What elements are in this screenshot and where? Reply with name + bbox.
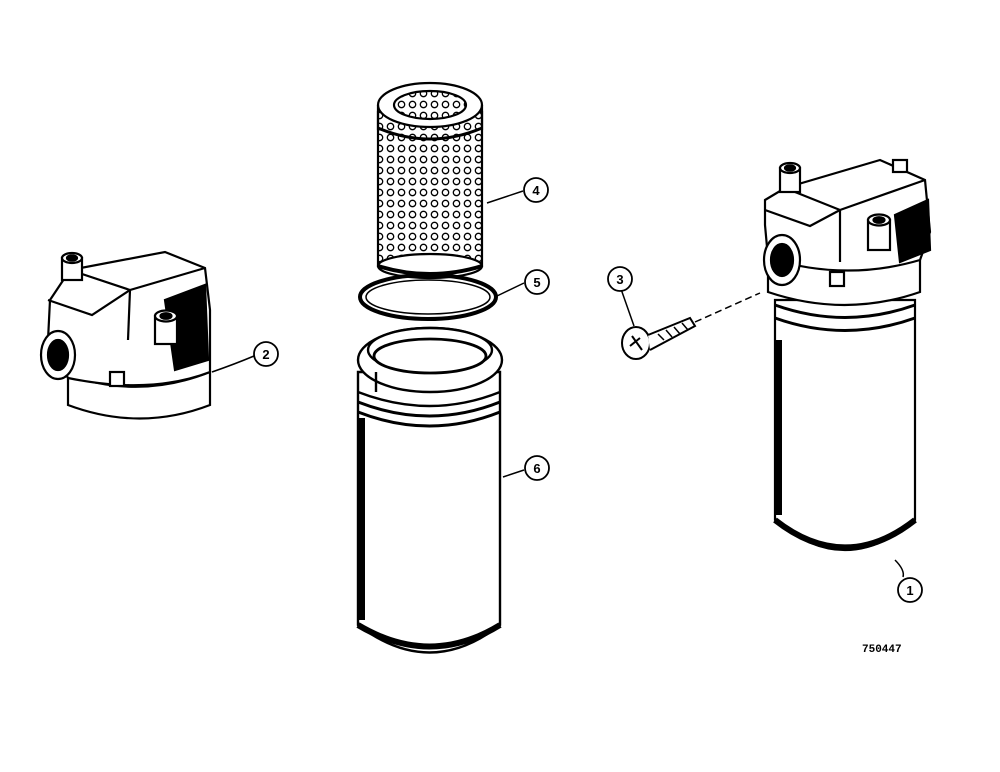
callout-5-label: 5 [533, 275, 540, 290]
figure-id: 750447 [862, 644, 902, 656]
drain-screw-part-3 [621, 292, 761, 360]
leader-line-6 [502, 469, 525, 478]
filter-element-part-4 [376, 81, 484, 280]
callout-3: 3 [607, 266, 633, 292]
o-ring-part-5 [358, 273, 498, 321]
filter-bowl-part-6 [356, 326, 504, 654]
leader-line-4 [486, 190, 524, 204]
callout-6-label: 6 [533, 461, 540, 476]
callout-1-label: 1 [906, 583, 913, 598]
filter-head-part-2 [39, 250, 212, 420]
callout-5: 5 [524, 269, 550, 295]
callout-1: 1 [897, 577, 923, 603]
leader-line-2 [211, 355, 255, 373]
callout-3-label: 3 [616, 272, 623, 287]
callout-2-label: 2 [262, 347, 269, 362]
leader-line-5 [496, 282, 525, 297]
callout-4: 4 [523, 177, 549, 203]
assembled-filter-part-1 [762, 158, 932, 552]
callout-4-label: 4 [532, 183, 540, 198]
callout-2: 2 [253, 341, 279, 367]
leader-lines [211, 190, 905, 578]
leader-line-3 [620, 288, 635, 327]
callout-6: 6 [524, 455, 550, 481]
leader-line-1 [894, 559, 905, 578]
